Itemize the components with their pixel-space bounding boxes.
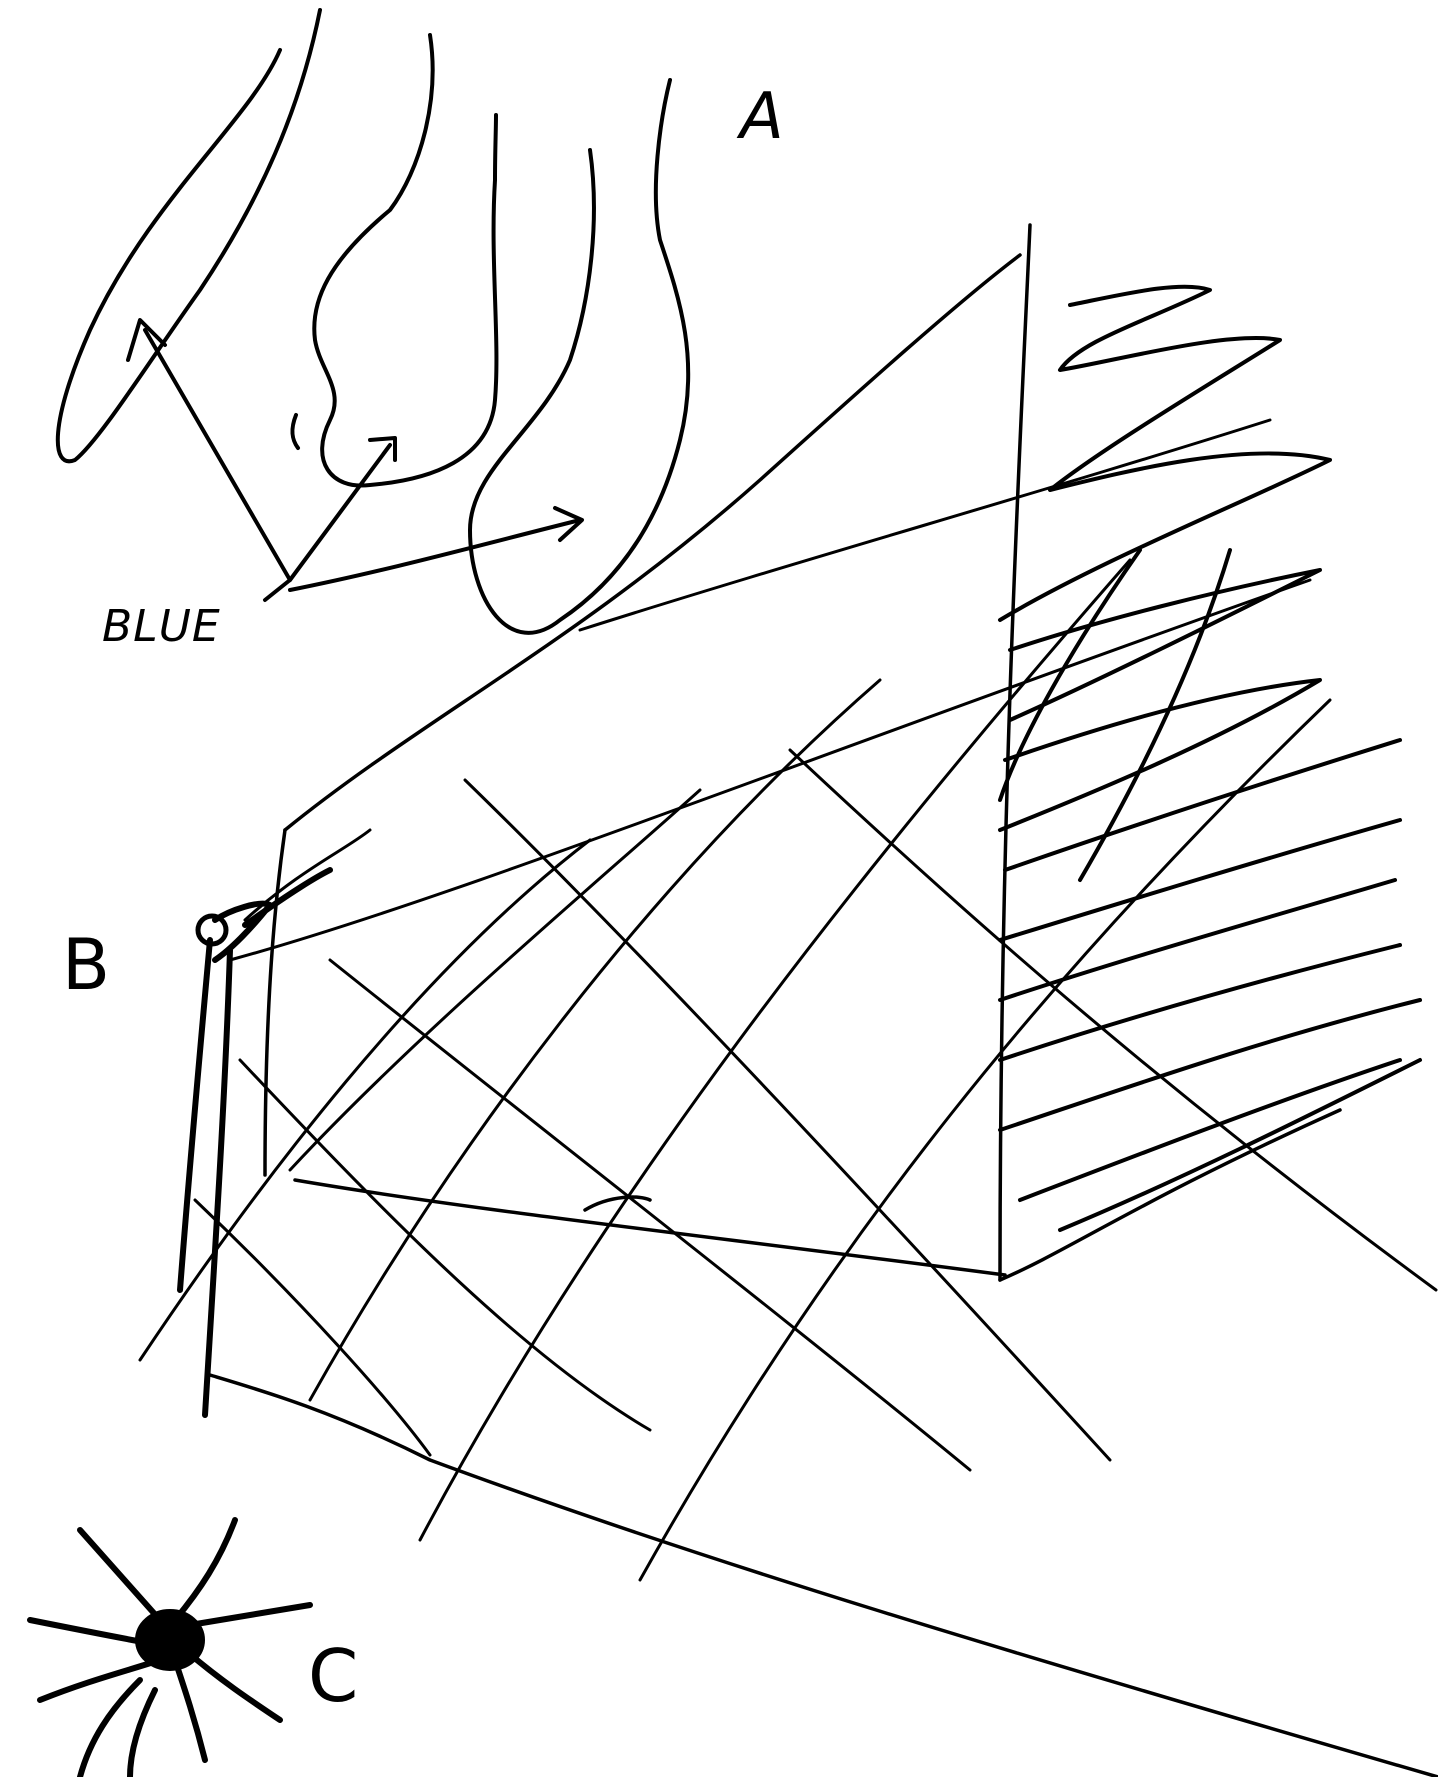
burst-c <box>30 1520 310 1777</box>
label-c: C <box>308 1640 358 1712</box>
label-blue: BLUE <box>102 605 221 649</box>
hatch-shading <box>1000 287 1420 1230</box>
label-a: A <box>740 85 784 149</box>
sweeping-lines <box>230 420 1310 960</box>
flame-shapes <box>58 10 688 633</box>
blue-arrows <box>128 320 582 600</box>
label-b: B <box>62 930 110 1000</box>
grid-lines-descending <box>195 750 1436 1470</box>
